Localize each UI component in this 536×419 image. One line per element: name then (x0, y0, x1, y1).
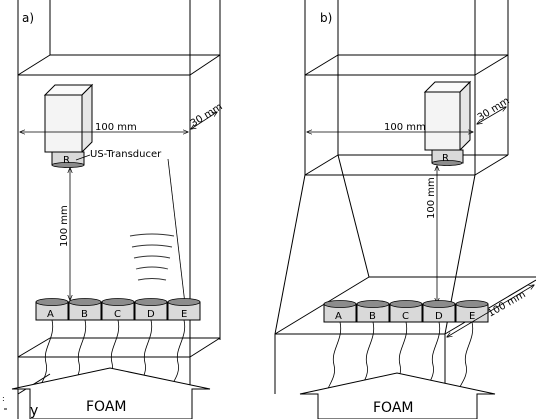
transducer-a-label: A (47, 309, 54, 320)
transducer-c-label: C (114, 309, 121, 320)
transducer-d: D (422, 300, 456, 323)
transducer-d: D (134, 298, 168, 321)
panel-a-foam-arrow (11, 367, 211, 419)
panel-a: a) R 100 mm (2, 0, 225, 419)
panel-b-base-width-label: 100 mm (486, 289, 528, 319)
panel-b-label: b) (320, 11, 332, 25)
panel-a-box (17, 0, 221, 419)
panel-b-foam-label: FOAM (373, 400, 413, 416)
transducer-d-label: D (147, 309, 155, 320)
transducer-a-label: A (335, 311, 342, 322)
panel-b-transducer-row: A B C D E (323, 300, 489, 323)
panel-b: b) (274, 0, 536, 419)
axis-indicator: : y (2, 394, 38, 419)
panel-a-callout-line-receiver (75, 154, 91, 161)
panel-a-callout-line-emitter (167, 158, 186, 305)
panel-b-box (304, 0, 509, 176)
panel-b-funnel (274, 154, 536, 400)
panel-a-receiver: R (43, 83, 94, 168)
panel-b-base-dimension (447, 285, 534, 337)
transducer-b: B (68, 298, 102, 321)
transducer-c: C (101, 298, 135, 321)
transducer-b-label: B (369, 311, 376, 322)
panel-a-transducer-row: A B C D E (35, 298, 201, 321)
panel-a-receiver-label: R (63, 155, 70, 166)
panel-a-distance-label: 100 mm (59, 205, 70, 247)
panel-b-depth-dimension (477, 107, 506, 124)
panel-b-receiver: R (423, 80, 472, 166)
transducer-b-label: B (81, 309, 88, 320)
panel-a-transducer-label: US-Transducer (90, 149, 162, 160)
transducer-a: A (323, 300, 357, 323)
panel-a-depth-label: 30 mm (189, 101, 225, 129)
transducer-e-label: E (181, 309, 187, 320)
axis-y-label: y (30, 403, 38, 419)
transducer-e: E (167, 298, 201, 321)
panel-a-foam-label: FOAM (86, 399, 126, 415)
panel-b-receiver-label: R (442, 153, 449, 164)
panel-a-depth-dimension (191, 112, 217, 129)
svg-text::: : (2, 394, 5, 403)
panel-a-label: a) (22, 11, 34, 25)
panel-a-width-label: 100 mm (95, 122, 137, 133)
panel-b-width-label: 100 mm (384, 122, 426, 133)
transducer-c: C (389, 300, 423, 323)
transducer-a: A (35, 298, 69, 321)
panel-b-depth-label: 30 mm (476, 95, 512, 123)
transducer-e: E (455, 300, 489, 323)
panel-b-foam-arrow (299, 372, 496, 419)
transducer-b: B (356, 300, 390, 323)
transducer-d-label: D (435, 311, 443, 322)
panel-a-sound-waves (129, 233, 175, 281)
panel-b-distance-label: 100 mm (426, 177, 437, 219)
transducer-c-label: C (402, 311, 409, 322)
